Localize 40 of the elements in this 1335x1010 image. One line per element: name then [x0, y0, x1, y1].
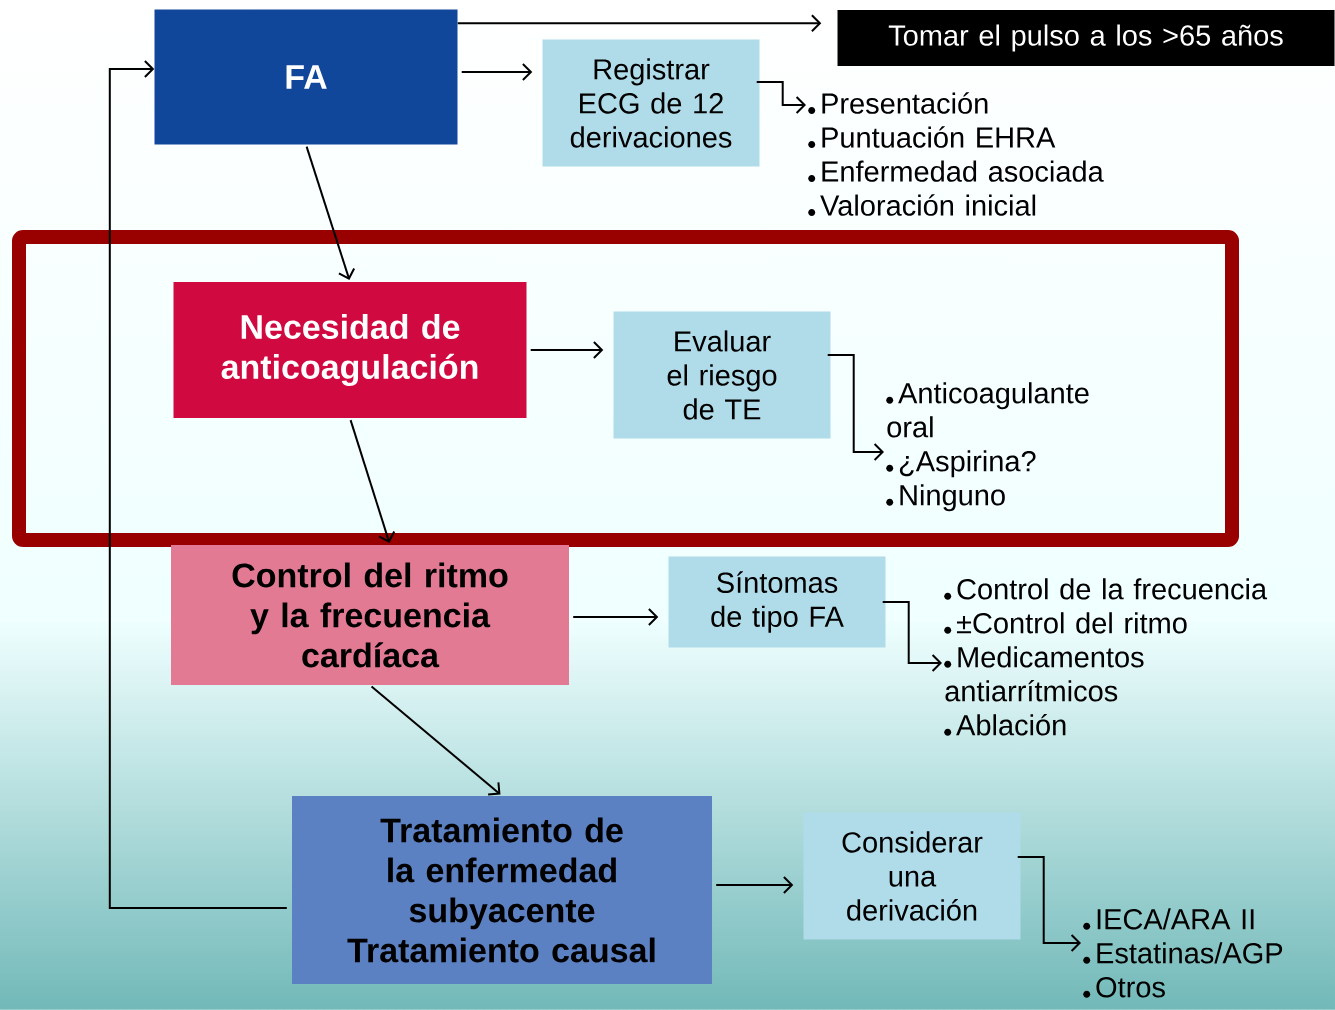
arrow [456, 14, 822, 33]
arrow [755, 81, 806, 114]
arrow [460, 63, 533, 81]
node-label: IECA/ARA II [1097, 908, 1254, 930]
arrow [572, 608, 659, 626]
arrow [1016, 856, 1081, 952]
arrow [826, 354, 884, 461]
node-label: ±Control del ritmo [956, 612, 1187, 634]
process-box: Síntomas de tipo FA [668, 556, 886, 648]
node-label: Anticoagulante oral [887, 382, 1089, 438]
process-box: Necesidad de anticoagulación [173, 282, 527, 418]
bullet-list: IECA/ARA II Estatinas/AGP Otros [1083, 908, 1283, 998]
arrow [715, 876, 794, 894]
bullet-list: Control de la frecuencia ±Control del ritmo Medicamentos antiarrítmicos Ablación [944, 578, 1268, 736]
process-box: Evaluar el riesgo de TE [613, 311, 831, 439]
node-label: Valoración inicial [820, 194, 1036, 216]
process-box: Considerar una derivación [803, 812, 1021, 940]
node-label: Estatinas/AGP [1097, 942, 1283, 964]
banner-box: Tomar el pulso a los >65 años [837, 10, 1335, 66]
process-box: Control del ritmo y la frecuencia cardíaca [171, 545, 569, 685]
node-label: Presentación [822, 92, 988, 114]
process-box: Tratamiento de la enfermedad subyacente Tratamiento causal [292, 796, 712, 984]
arrow [108, 60, 288, 909]
node-label: Ninguno [900, 484, 1005, 512]
node-label: Medicamentos antiarrítmicos [945, 646, 1144, 702]
bullet-list: Presentación Puntuación EHRA Enfermedad asociada Valoración inicial [808, 92, 1104, 217]
node-label: Otros [1096, 976, 1165, 998]
fa-box: FA [154, 9, 458, 145]
node-label: ¿Aspirina? [899, 450, 1036, 478]
arrow [349, 419, 396, 543]
arrow [881, 601, 942, 672]
bullet-list: Anticoagulante oral ¿Aspirina? Ninguno [886, 382, 1089, 512]
arrow [370, 685, 501, 796]
node-label: Enfermedad asociada [822, 160, 1104, 182]
process-box: Registrar ECG de 12 derivaciones [542, 39, 760, 167]
node-label: Ablación [956, 713, 1066, 736]
arrow [305, 145, 356, 280]
node-label: Puntuación EHRA [822, 126, 1056, 148]
node-label: Control de la frecuencia [957, 578, 1268, 600]
arrow [529, 341, 604, 359]
